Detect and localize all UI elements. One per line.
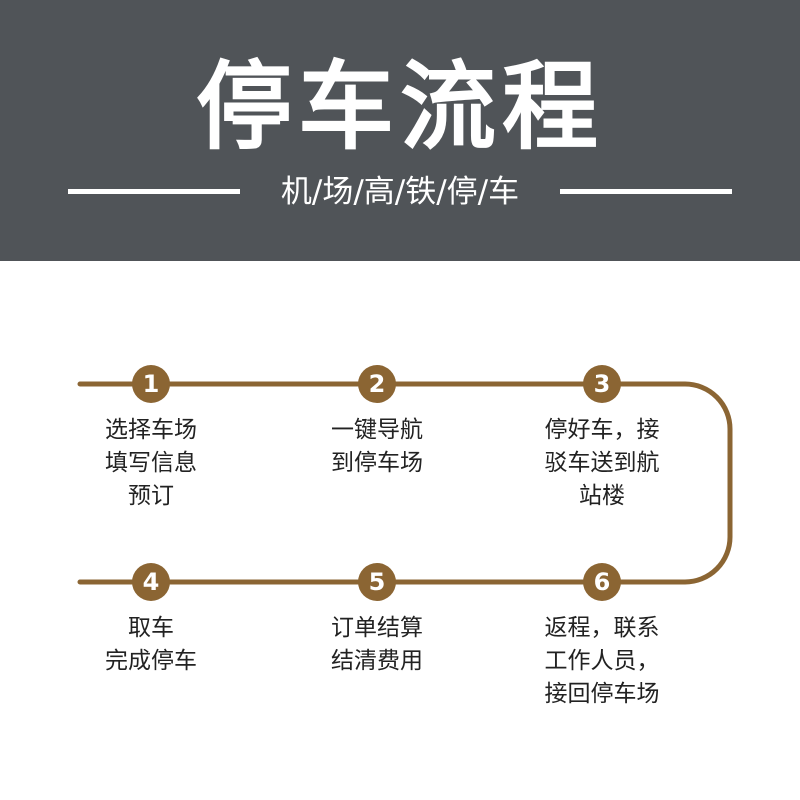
flow-connector-path bbox=[77, 381, 733, 585]
step-circle bbox=[358, 563, 396, 601]
step-marker-5: 5 bbox=[358, 563, 396, 601]
header-banner: 停车流程 机/场/高/铁/停/车 bbox=[0, 0, 800, 261]
step-number: 5 bbox=[369, 568, 386, 596]
step-label-2: 一键导航 到停车场 bbox=[331, 417, 423, 476]
step-marker-4: 4 bbox=[132, 563, 170, 601]
step-circle bbox=[132, 365, 170, 403]
step-marker-2: 2 bbox=[358, 365, 396, 403]
step-number: 1 bbox=[143, 370, 160, 398]
page-title: 停车流程 bbox=[196, 51, 604, 163]
step-marker-3: 3 bbox=[583, 365, 621, 403]
page-subtitle: 机/场/高/铁/停/车 bbox=[280, 174, 520, 210]
step-label-4: 取车 完成停车 bbox=[105, 615, 197, 674]
step-number: 3 bbox=[594, 370, 611, 398]
step-marker-6: 6 bbox=[583, 563, 621, 601]
step-label-1: 选择车场 填写信息 预订 bbox=[105, 417, 197, 509]
subtitle-divider-left bbox=[68, 189, 240, 194]
step-number: 2 bbox=[369, 370, 386, 398]
step-label-3: 停好车，接 驳车送到航 站楼 bbox=[544, 417, 660, 509]
step-marker-1: 1 bbox=[132, 365, 170, 403]
step-label-5: 订单结算 结清费用 bbox=[331, 615, 423, 674]
subtitle-divider-right bbox=[560, 189, 732, 194]
step-number: 6 bbox=[594, 568, 611, 596]
step-label-6: 返程，联系 工作人员， 接回停车场 bbox=[544, 615, 660, 707]
step-circle bbox=[583, 563, 621, 601]
step-number: 4 bbox=[143, 568, 160, 596]
step-circle bbox=[358, 365, 396, 403]
step-circle bbox=[583, 365, 621, 403]
step-circle bbox=[132, 563, 170, 601]
